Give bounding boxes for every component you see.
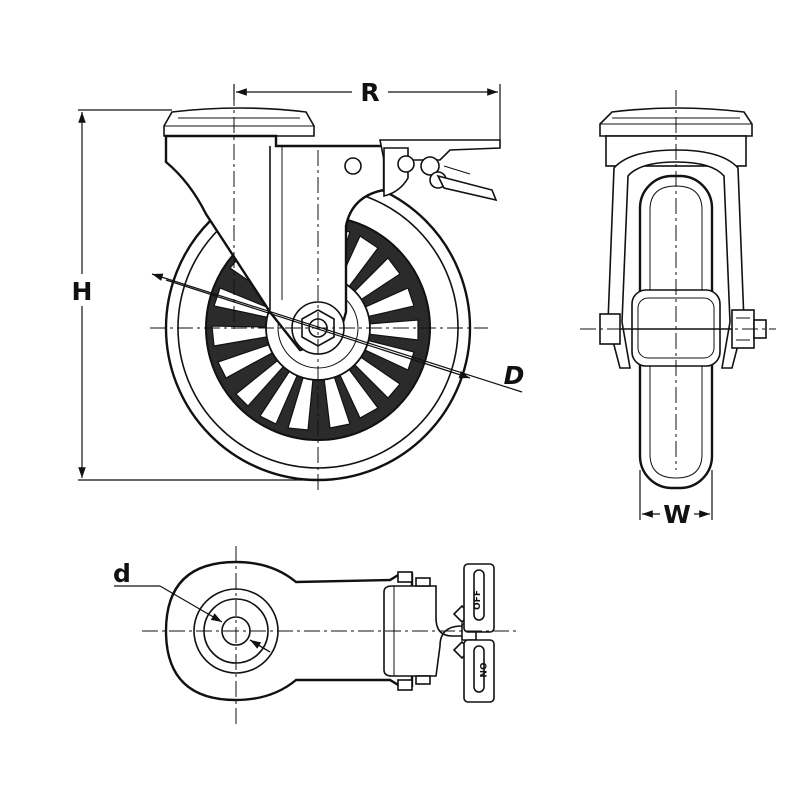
side-view: R H D (72, 78, 525, 494)
pedal-off-label: OFF (473, 590, 483, 610)
dimension-label-D: D (504, 361, 525, 390)
dimension-w: W (639, 470, 713, 529)
dimension-d: D (151, 273, 525, 393)
brake-pedal-on: ON (463, 639, 495, 703)
front-axle (599, 309, 767, 349)
pedal-on-label: ON (477, 662, 487, 677)
dimension-label-h: H (72, 277, 93, 306)
brake-pedal-off: OFF (463, 563, 495, 633)
side-fork (164, 134, 386, 355)
side-centre-lines (150, 90, 488, 494)
dimension-d-small: d (113, 559, 271, 653)
dimension-r: R (233, 78, 501, 140)
top-view: OFF ON d (113, 546, 520, 724)
side-brake-mechanism (344, 139, 501, 202)
dimension-label-r: R (360, 78, 379, 107)
dimension-h: H (72, 109, 318, 481)
dimension-label-w: W (663, 500, 691, 529)
side-top-plate (163, 107, 315, 137)
dimension-label-small-d: d (113, 559, 131, 588)
front-view: W (580, 90, 776, 529)
